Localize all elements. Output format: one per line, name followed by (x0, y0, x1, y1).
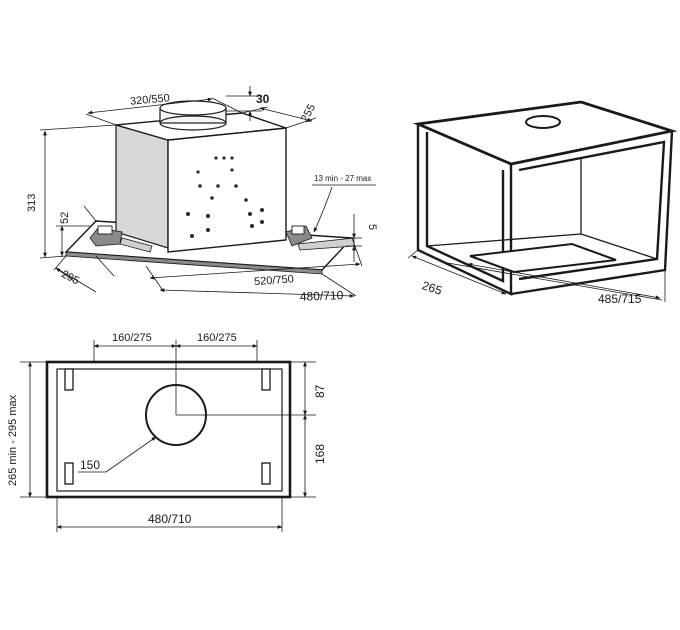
label-clamp-range: 13 min - 27 max (314, 174, 371, 183)
dim-cabinet-width: 485/715 (598, 292, 642, 306)
dim-gap: 5 (366, 224, 378, 230)
dim-overall-width: 480/710 (300, 288, 344, 304)
dim-hole-left: 160/275 (112, 332, 152, 344)
dim-top-depth: 255 (299, 102, 318, 124)
cabinet-top (412, 100, 678, 166)
mounting-holes (186, 156, 264, 238)
dim-body-width: 520/750 (254, 273, 295, 288)
dim-outlet-height: 30 (256, 92, 270, 106)
dim-hole-lower: 168 (313, 444, 327, 464)
dim-top-width: 320/550 (130, 92, 171, 107)
box-front-face (167, 127, 287, 253)
clamp-left (89, 225, 153, 253)
dim-cutout-width: 480/710 (148, 512, 192, 526)
plan-inner (56, 368, 283, 492)
dim-hole-right: 160/275 (197, 332, 237, 344)
dim-hole-offset: 87 (313, 384, 327, 398)
cutout-plan-view: 160/275 160/275 265 min - 295 max 87 168… (7, 332, 327, 532)
cabinet-view: 265 485/715 (407, 100, 678, 306)
dim-base-depth: 295 (59, 268, 81, 287)
dim-cabinet-depth: 265 (420, 278, 444, 298)
dim-total-height: 313 (26, 194, 38, 212)
dim-cutout-depth: 265 min - 295 max (7, 394, 19, 486)
box-left-side (115, 124, 169, 249)
mounting-slots (64, 368, 271, 485)
cabinet-duct-hole (525, 115, 561, 129)
dim-lower-height: 52 (59, 212, 71, 224)
hood-isometric-view: 320/550 30 255 313 52 13 min - 27 max 5 (26, 86, 378, 304)
label-hole-diameter: 150 (80, 458, 100, 472)
